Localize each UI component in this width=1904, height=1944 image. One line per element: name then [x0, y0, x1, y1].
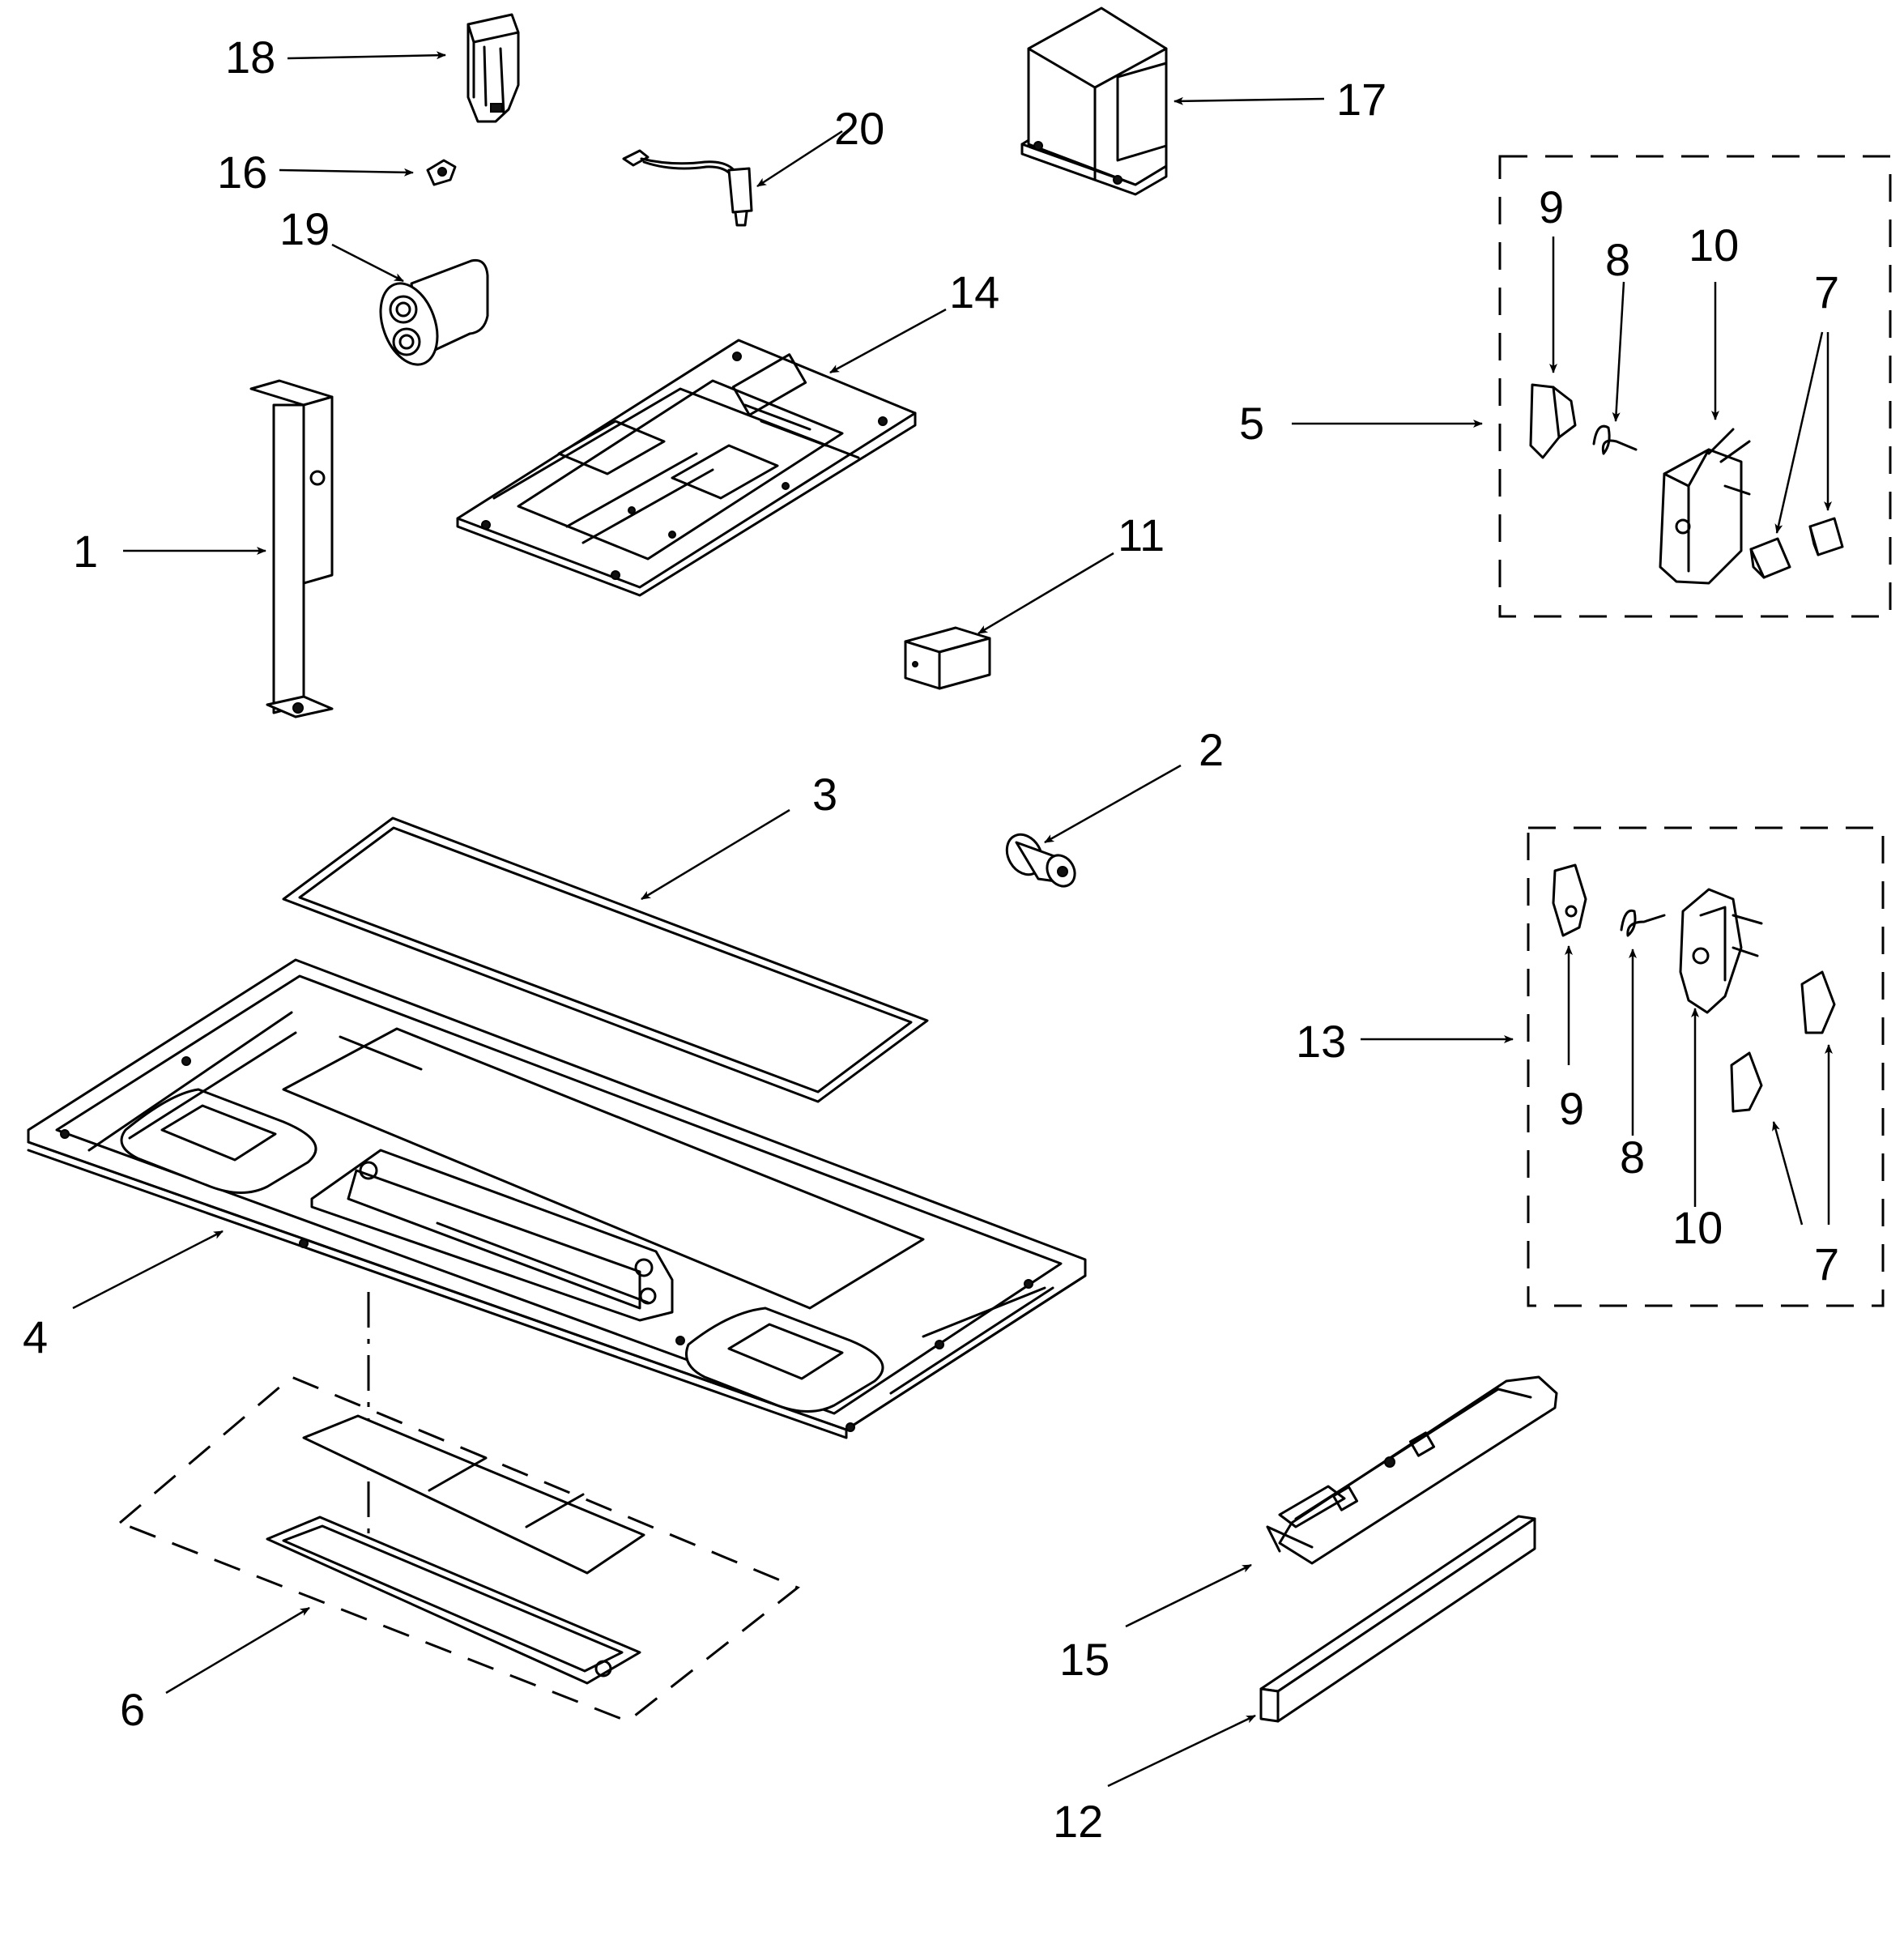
callout-2: 2: [1199, 724, 1224, 775]
part-18-bracket: [466, 13, 520, 123]
callout-20: 20: [834, 103, 884, 154]
callout-5: 5: [1239, 398, 1264, 449]
part-13-interlock-assembly: [1527, 826, 1885, 1307]
part-3-filter-panel: [282, 816, 929, 1103]
leader-arrows: [72, 51, 1833, 1788]
callout-7-bottom: 7: [1814, 1238, 1839, 1290]
part-19-capacitor: [379, 258, 489, 366]
callout-3: 3: [812, 769, 837, 820]
part-6-light-assembly: [117, 1375, 800, 1723]
part-20-wire-harness: [622, 149, 753, 227]
part-16-fuse: [426, 159, 457, 186]
callout-labels: 18 16 19 20 17 14 1 11 2 3 4 6 5 9 8 10 …: [23, 32, 1839, 1847]
callout-17: 17: [1336, 74, 1386, 125]
part-12-bar: [1259, 1515, 1536, 1723]
callout-8-top: 8: [1605, 234, 1630, 285]
callout-14: 14: [949, 266, 999, 318]
callout-19: 19: [279, 203, 330, 254]
callout-4: 4: [23, 1311, 48, 1362]
callout-7-top: 7: [1814, 266, 1839, 318]
callout-8-bottom: 8: [1620, 1132, 1645, 1183]
callout-12: 12: [1053, 1796, 1103, 1847]
callout-6: 6: [120, 1684, 145, 1735]
callout-15: 15: [1059, 1634, 1110, 1685]
part-14-mounting-plate: [456, 339, 917, 597]
part-17-transformer: [1020, 6, 1168, 196]
part-11-box: [904, 626, 991, 690]
part-2-knob: [1005, 833, 1076, 888]
callout-18: 18: [225, 32, 275, 83]
part-15-control-panel: [1266, 1375, 1558, 1565]
callout-10-top: 10: [1689, 220, 1739, 271]
callout-9-top: 9: [1539, 181, 1564, 232]
part-1-bracket: [249, 379, 334, 718]
callout-11: 11: [1118, 509, 1165, 561]
callout-1: 1: [73, 526, 98, 577]
callout-16: 16: [217, 147, 267, 198]
part-4-bottom-plate: [27, 958, 1087, 1439]
callout-9-bottom: 9: [1559, 1083, 1584, 1134]
callout-13: 13: [1296, 1016, 1346, 1067]
part-5-interlock-assembly: [1498, 155, 1892, 618]
callout-10-bottom: 10: [1672, 1202, 1723, 1253]
